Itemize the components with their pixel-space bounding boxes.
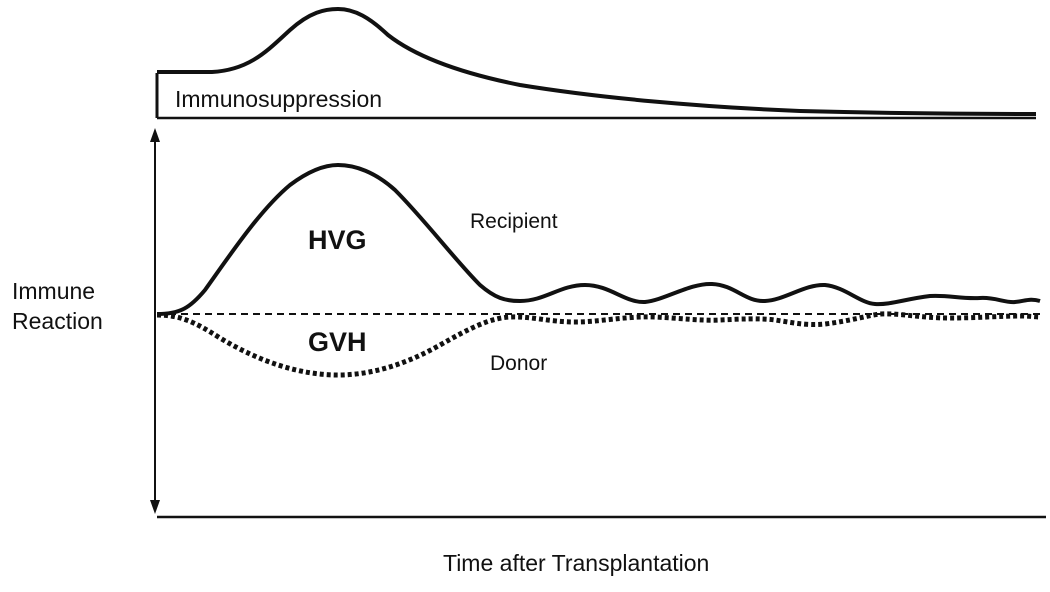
x-axis-label: Time after Transplantation (443, 550, 710, 576)
immunosuppression-panel (155, 6, 1037, 120)
y-axis-arrow-up (150, 128, 160, 142)
recipient-curve (156, 162, 1041, 316)
hvg-label: HVG (308, 225, 367, 255)
immunosuppression-curve (157, 6, 1037, 116)
recipient-label: Recipient (470, 210, 558, 233)
donor-label: Donor (490, 352, 548, 375)
y-axis-label-line1: Immune (12, 278, 96, 304)
immunosuppression-label: Immunosuppression (175, 86, 383, 112)
axes (150, 128, 1046, 519)
y-axis-label-line2: Reaction (12, 308, 103, 334)
y-axis-label: Immune Reaction (12, 276, 103, 336)
gvh-label: GVH (308, 327, 367, 357)
y-axis-arrow-down (150, 500, 160, 514)
donor-curve (156, 311, 1041, 378)
